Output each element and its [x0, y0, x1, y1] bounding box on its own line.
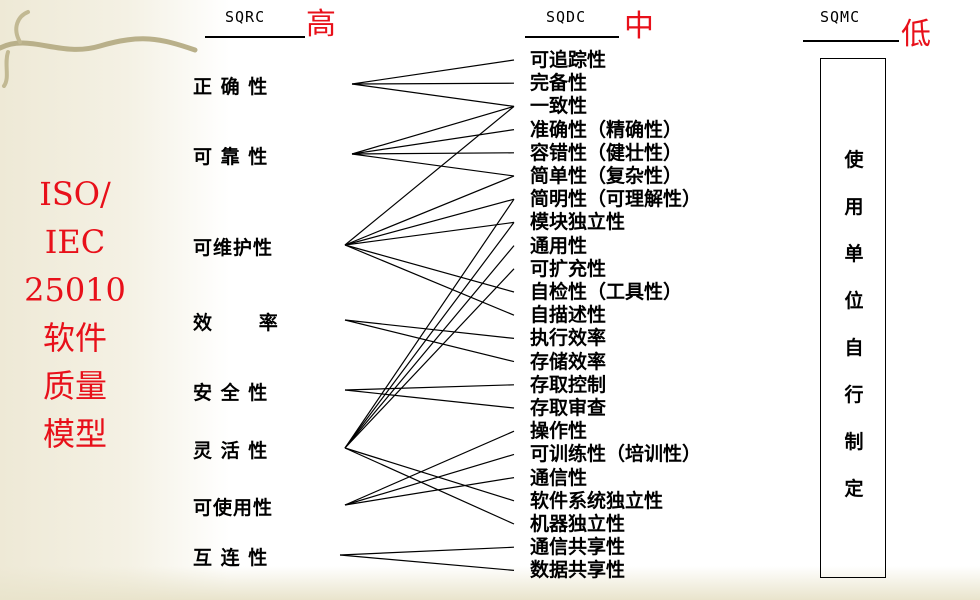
sqdc-criterion: 可追踪性 — [530, 49, 607, 71]
sqdc-criterion: 通用性 — [530, 234, 588, 257]
sqdc-criterion: 存取控制 — [530, 373, 607, 396]
background-decoration-bottom — [0, 566, 980, 600]
sqrc-factor: 安 全 性 — [193, 382, 269, 404]
sqdc-criterion: 完备性 — [530, 72, 588, 95]
sqdc-criterion: 简明性（可理解性） — [530, 188, 702, 211]
sqmc-box: 使用单位自行制定 — [820, 58, 886, 578]
connector-line — [351, 129, 515, 155]
connector-line — [351, 82, 515, 85]
sqdc-criterion: 存储效率 — [530, 350, 607, 373]
sqdc-criterion: 通信共享性 — [530, 536, 626, 559]
sqrc-header: SQRC — [225, 8, 266, 26]
background-decoration-left — [0, 0, 230, 600]
sqrc-factor: 可使用性 — [193, 497, 274, 519]
connector-line — [344, 221, 515, 246]
sqmc-underline — [803, 40, 899, 42]
sqrc-factor: 灵 活 性 — [193, 440, 269, 462]
connector-line — [344, 268, 515, 449]
connector-line — [344, 244, 515, 316]
connector-line — [351, 152, 515, 155]
connector-line — [344, 319, 515, 363]
connector-line — [344, 319, 515, 339]
connector-line — [344, 244, 515, 293]
vine-ornament — [0, 10, 198, 88]
sqrc-level: 高 — [306, 7, 336, 42]
sqmc-char: 制 — [844, 431, 864, 453]
sqmc-char: 自 — [844, 337, 864, 359]
sqrc-factor: 正 确 性 — [193, 76, 269, 98]
sqmc-char: 使 — [844, 149, 864, 171]
sqdc-level: 中 — [624, 9, 654, 44]
sqrc-factor: 效 率 — [193, 312, 279, 334]
sqdc-criterion: 软件系统独立性 — [530, 489, 664, 512]
sqdc-criterion: 简单性（复杂性） — [530, 165, 683, 187]
connector-line — [344, 105, 515, 246]
connector-line — [339, 554, 515, 571]
connector-line — [351, 153, 515, 177]
connector-line — [351, 83, 515, 107]
connector-line — [344, 384, 515, 391]
sqrc-factor: 可 靠 性 — [193, 146, 269, 168]
sqmc-header: SQMC — [820, 8, 861, 26]
sqmc-char: 单 — [844, 243, 864, 265]
sqmc-char: 用 — [844, 196, 864, 218]
sqdc-criterion: 准确性（精确性） — [530, 118, 683, 141]
sqdc-criterion: 操作性 — [530, 420, 588, 443]
sqdc-criterion: 一致性 — [530, 95, 588, 118]
sqmc-char: 定 — [844, 478, 864, 500]
sqdc-criterion: 数据共享性 — [530, 559, 626, 582]
connector-line — [344, 175, 515, 246]
sqrc-factor: 互 连 性 — [193, 547, 269, 569]
sqdc-criterion: 存取审查 — [530, 397, 607, 419]
connector-line — [344, 477, 515, 506]
connector-line — [344, 389, 515, 409]
sqmc-level: 低 — [901, 17, 931, 52]
sqrc-underline — [205, 36, 305, 38]
sqdc-criterion: 模块独立性 — [530, 211, 626, 234]
sqmc-char: 行 — [844, 384, 864, 406]
connector-line — [344, 245, 515, 449]
connector-line — [344, 222, 515, 449]
connector-line — [344, 453, 515, 506]
model-title: ISO/ IEC 25010 软件 质量 模型 — [24, 175, 126, 453]
sqmc-char: 位 — [844, 290, 864, 312]
connector-line — [344, 198, 515, 449]
connector-line — [344, 198, 515, 246]
connector-line — [344, 447, 515, 525]
connector-line — [344, 430, 515, 506]
sqdc-criterion: 机器独立性 — [530, 513, 626, 535]
sqdc-criterion: 容错性（健壮性） — [530, 141, 683, 164]
connector-line — [351, 59, 515, 85]
sqdc-criterion: 自检性（工具性） — [530, 281, 683, 303]
sqdc-criterion: 可训练性（培训性） — [530, 443, 702, 466]
connector-line — [351, 105, 515, 155]
sqdc-underline — [525, 36, 619, 38]
connector-line — [339, 546, 515, 556]
sqrc-factor: 可维护性 — [193, 237, 274, 259]
sqdc-criterion: 通信性 — [530, 466, 588, 489]
connector-line — [344, 447, 515, 502]
sqdc-header: SQDC — [546, 8, 587, 26]
sqdc-criterion: 可扩充性 — [530, 257, 607, 280]
sqdc-criterion: 执行效率 — [530, 327, 607, 350]
sqdc-criterion: 自描述性 — [530, 304, 607, 327]
